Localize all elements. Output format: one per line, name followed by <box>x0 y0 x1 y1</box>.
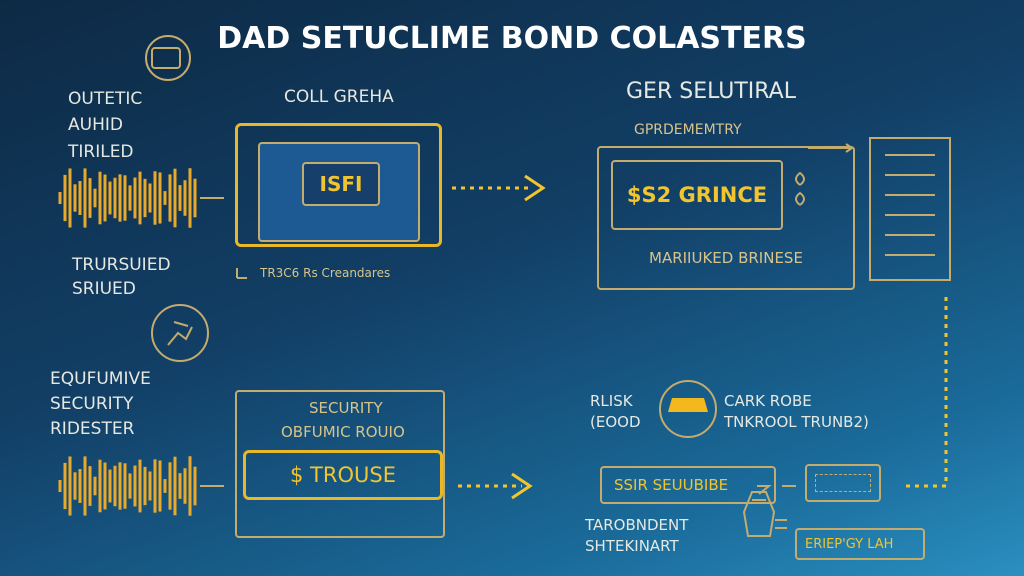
page-title: DAD SETUCLIME BOND COLASTERS <box>217 21 807 56</box>
keyboard-box <box>805 464 881 502</box>
document-list-icon <box>869 137 951 281</box>
risk-label: RLISK <box>590 392 633 410</box>
label: SRIUED <box>72 279 136 299</box>
label: SECURITY <box>50 394 134 414</box>
right-top-box: $S2 GRINCE MARIIUKED BRINESE <box>597 146 855 290</box>
label: OUTETIC <box>68 89 143 109</box>
isfi-box: ISFI <box>302 162 380 206</box>
heading: OBFUMIC ROUIO <box>281 423 405 441</box>
heading: SECURITY <box>309 399 383 417</box>
chart-circle-icon <box>145 35 191 81</box>
label: SHTEKINART <box>585 537 679 555</box>
ssir-label: SSIR SEUUBIBE <box>614 476 729 494</box>
trouse-label: $ TROUSE <box>290 463 396 487</box>
center-top-box: ISFI <box>235 123 442 247</box>
isfi-label: ISFI <box>319 172 363 196</box>
risk-label: CARK ROBE <box>724 392 812 410</box>
lah-label: ERIEP'GY LAH <box>805 536 894 552</box>
audio-waveform-icon <box>58 168 197 516</box>
running-person-circle-icon <box>151 304 209 362</box>
caption: MARIIUKED BRINESE <box>649 249 803 267</box>
risk-label: (EOOD <box>590 413 641 431</box>
right-top-heading: GER SELUTIRAL <box>626 79 796 104</box>
center-top-caption: TR3C6 Rs Creandares <box>260 266 391 280</box>
label: AUHID <box>68 115 123 135</box>
label: TAROBNDENT <box>585 516 689 534</box>
bottle-icon <box>742 491 776 537</box>
lah-box: ERIEP'GY LAH <box>795 528 925 560</box>
label: RIDESTER <box>50 419 135 439</box>
risk-circle <box>659 380 717 438</box>
risk-label: TNKROOL TRUNB2) <box>724 413 869 431</box>
connector-right <box>906 296 948 488</box>
ssir-box: SSIR SEUUBIBE <box>600 466 776 504</box>
center-bottom-box: SECURITY OBFUMIC ROUIO $ TROUSE <box>235 390 445 538</box>
label: EQUFUMIVE <box>50 369 151 389</box>
label: TIRILED <box>68 142 134 162</box>
center-top-heading: COLL GREHA <box>284 87 394 107</box>
basket-icon <box>668 398 708 412</box>
grince-label: $S2 GRINCE <box>626 183 768 207</box>
right-top-subheading: GPRDEMEMTRY <box>634 122 742 138</box>
label: TRURSUIED <box>72 255 171 275</box>
